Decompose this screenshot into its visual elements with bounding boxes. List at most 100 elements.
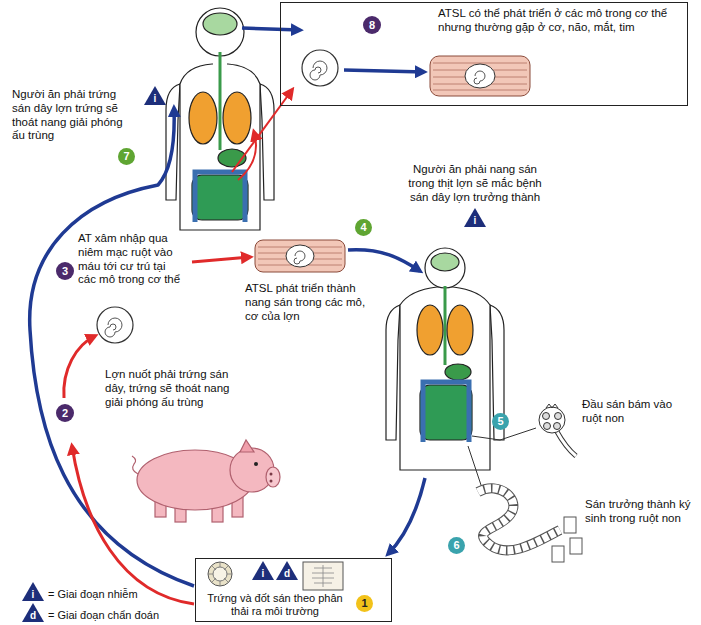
pig-drawing (132, 456, 138, 474)
cycle-arrow (388, 478, 425, 554)
cycle-arrow (344, 70, 424, 72)
human-figure (420, 385, 472, 440)
pig-drawing (266, 467, 280, 487)
human-figure (223, 92, 251, 144)
pig-drawing (240, 440, 254, 452)
scolex-drawing (472, 428, 536, 440)
stage-box: id 1 Trứng và đốt sán theo phân thải ra mô… (195, 558, 392, 622)
tapeworm-drawing (468, 446, 582, 562)
human-figure (425, 248, 465, 288)
text-holder: Đầu sán bám vào ruột non (582, 398, 690, 426)
callout-holder: 8 (363, 16, 381, 34)
egg-drawing (208, 562, 232, 586)
stage-icon-letter: i (144, 86, 166, 105)
scolex-drawing (472, 404, 576, 456)
human-figure (386, 305, 400, 440)
human-figure (447, 305, 473, 355)
stage-icon-shape (276, 561, 298, 580)
legend-text: = Giai đoạn chẩn đoán (48, 609, 159, 621)
stage-icon-shape (22, 603, 44, 622)
egg-drawing (208, 562, 232, 586)
cycle-arrow (64, 336, 95, 398)
text-holder: AT xâm nhập qua niêm mạc ruột vào máu tớ… (78, 232, 184, 287)
cysticercus-drawing (97, 307, 133, 343)
pig-drawing (132, 440, 280, 522)
tapeworm-drawing (468, 446, 482, 488)
stage-icon-letter: i (464, 208, 486, 227)
cysticercus-drawing (302, 50, 338, 86)
scolex-drawing (543, 413, 550, 420)
scolex-drawing (556, 430, 576, 456)
cysticercus-drawing (105, 318, 122, 337)
human-figure (445, 364, 471, 380)
human-figure (431, 253, 459, 271)
tapeworm-drawing (478, 488, 560, 550)
stage-icon: d (276, 561, 298, 580)
callout-holder: 1 (356, 595, 373, 612)
callout-number: 4 (355, 219, 372, 236)
text-holder: Sán trưởng thành ký sinh trong ruột non (585, 498, 695, 526)
stage-icon-letter: d (276, 561, 298, 580)
cysticercus-drawing (310, 61, 327, 80)
human-figure (219, 52, 222, 150)
legend-item: = Giai đoạn nhiễm (48, 584, 138, 602)
stage-description: AT xâm nhập qua niêm mạc ruột vào máu tớ… (78, 232, 184, 287)
text-holder: Người ăn phải trứng sán dây lợn trứng sẽ… (12, 88, 136, 143)
stage-description: Lợn nuốt phải trứng sán dây, trứng sẽ th… (105, 368, 233, 409)
scolex-drawing (539, 407, 565, 433)
human-figure (195, 172, 245, 222)
callout-number: 1 (356, 595, 373, 612)
proglottid-drawing (303, 562, 343, 590)
scolex-drawing (544, 423, 551, 430)
human-figure (192, 175, 248, 220)
stage-icon-shape (144, 86, 166, 105)
stage-icon: d (22, 603, 44, 622)
muscle-drawing (294, 251, 305, 264)
muscle-drawing (430, 56, 530, 96)
human-figure (423, 382, 469, 442)
proglottid-drawing (312, 565, 334, 587)
stage-description: Đầu sán bám vào ruột non (582, 398, 690, 426)
pig-drawing (270, 473, 273, 476)
tapeworm-drawing (564, 517, 576, 533)
cycle-arrow (30, 108, 194, 586)
human-figure (386, 248, 504, 470)
muscle-drawing (255, 240, 345, 272)
callout-holder: 5 (492, 413, 509, 430)
migration-arrow (238, 132, 256, 180)
stage-description: Sán trưởng thành ký sinh trong ruột non (585, 498, 695, 526)
human-figure (189, 92, 217, 144)
cycle-arrow (192, 257, 250, 262)
stage-icon-letter: i (252, 561, 274, 580)
stage-icon: i (144, 86, 166, 105)
callout-holder: 4 (355, 219, 372, 236)
callout-number: 6 (448, 537, 465, 554)
muscle-drawing (430, 56, 530, 96)
callout-number: 5 (492, 413, 509, 430)
proglottid-drawing (303, 562, 343, 590)
legend-item: = Giai đoạn chẩn đoán (48, 605, 159, 623)
pig-drawing (270, 480, 273, 483)
muscle-drawing (433, 63, 527, 90)
egg-drawing (208, 562, 232, 586)
scolex-drawing (546, 404, 558, 408)
callout-holder: 2 (56, 404, 74, 422)
muscle-drawing (474, 71, 485, 84)
stage-icon: i (464, 208, 486, 227)
muscle-drawing (286, 245, 314, 267)
callout-number: 2 (56, 404, 74, 422)
muscle-drawing (255, 240, 345, 272)
callout-holder: 3 (56, 262, 74, 280)
human-figure (203, 13, 237, 35)
human-figure (417, 305, 443, 355)
callout-number: 3 (56, 262, 74, 280)
cysticercus-drawing (97, 307, 133, 343)
text-holder: Trứng và đốt sán theo phân thải ra môi t… (200, 592, 350, 618)
human-figure (196, 8, 244, 56)
stage-icon-shape (22, 582, 44, 601)
text-holder: ATSL phát triển thành nang sán trong các… (245, 282, 377, 323)
migration-arrow (232, 90, 292, 172)
text-holder: ATSL có thể phát triển ở các mô trong cơ… (438, 7, 683, 35)
callout-holder: 7 (118, 148, 135, 165)
